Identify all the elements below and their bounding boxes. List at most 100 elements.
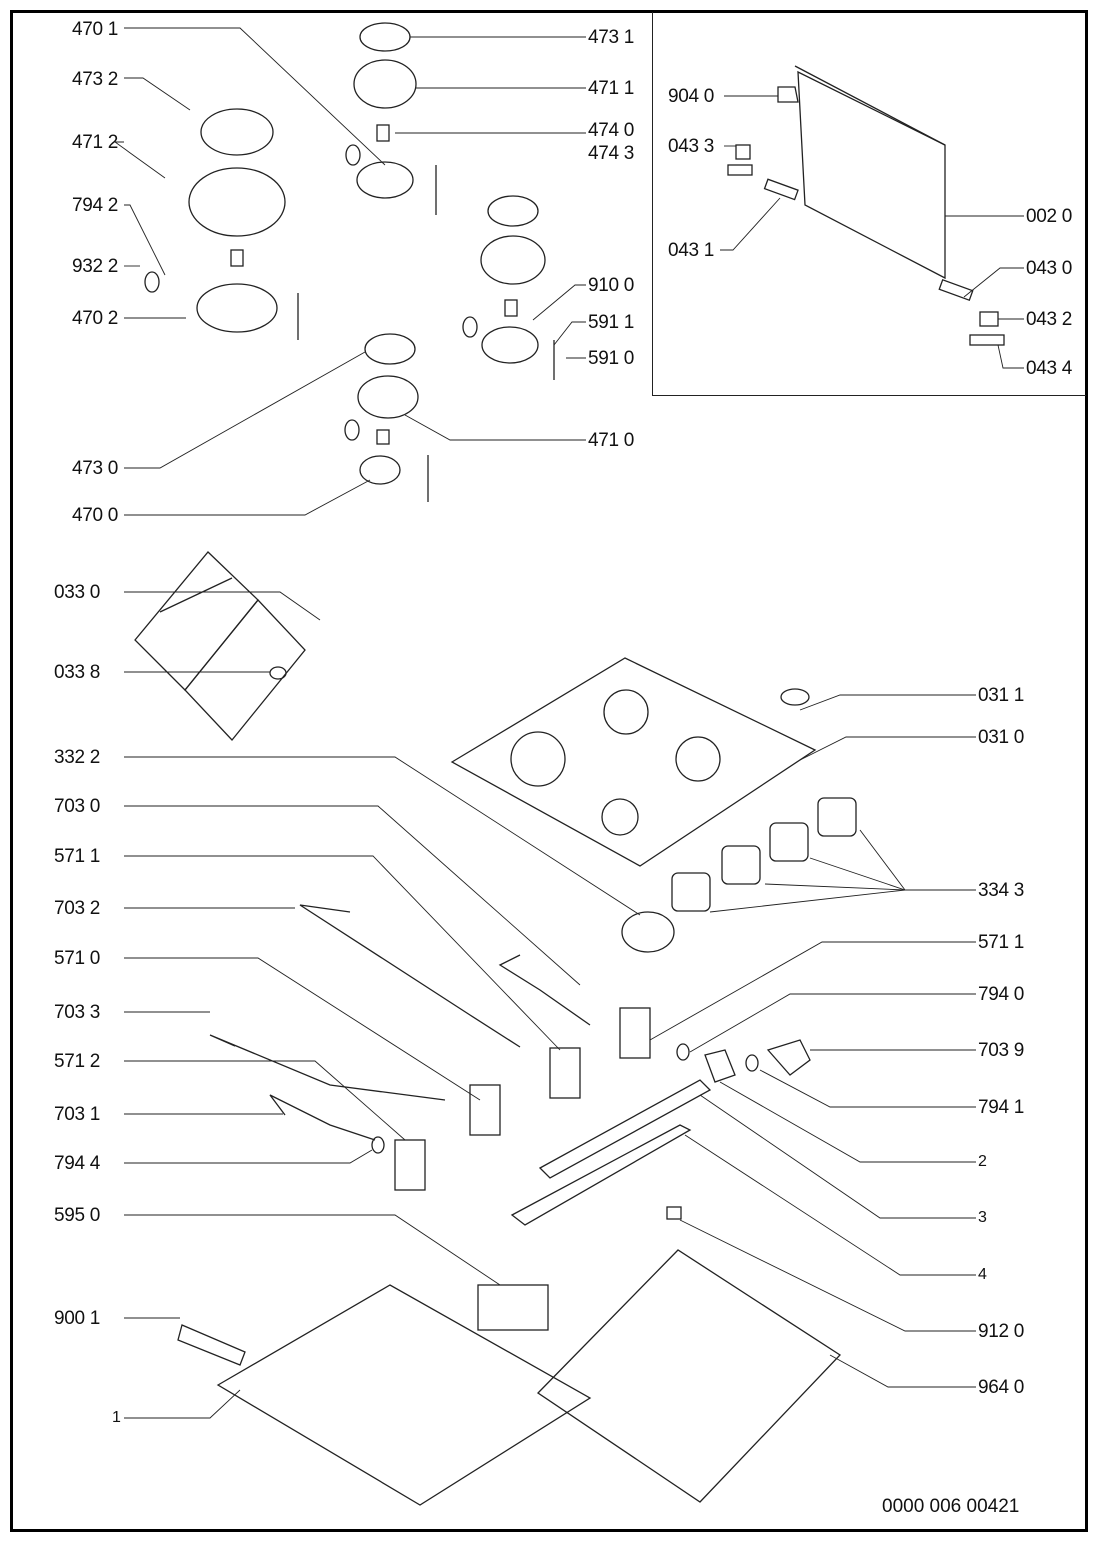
burner-body-470-2 — [196, 283, 278, 333]
part-label-470-1: 470 1 — [72, 19, 119, 40]
part-label-794-1: 794 1 — [978, 1097, 1025, 1118]
leader-473-2 — [124, 77, 191, 111]
part-label-031-0: 031 0 — [978, 727, 1025, 748]
leader-794-1 — [759, 1069, 976, 1108]
rubber-foot-033-8 — [269, 666, 287, 680]
part-label-794-2: 794 2 — [72, 195, 119, 216]
part-label-332-2: 332 2 — [54, 747, 101, 768]
part-label-043-4: 043 4 — [1026, 358, 1073, 379]
leader-043-0 — [963, 267, 1024, 298]
part-label-591-0: 591 0 — [588, 348, 635, 369]
seal-794-1 — [745, 1054, 759, 1072]
part-label-043-2: 043 2 — [1026, 309, 1073, 330]
part-label-703-9: 703 9 — [978, 1040, 1025, 1061]
badge-031-1 — [780, 688, 810, 706]
gas-pipe-703-2 — [299, 904, 521, 1048]
part-label-4: 4 — [978, 1266, 987, 1283]
pan-support-033-0-left — [134, 551, 259, 691]
knob-334-3-4 — [817, 797, 857, 837]
part-label-703-0: 703 0 — [54, 796, 101, 817]
part-label-2: 2 — [978, 1153, 987, 1170]
leader-470-1 — [124, 27, 386, 166]
leader-794-2 — [124, 204, 166, 276]
leader-794-4 — [124, 1149, 373, 1164]
elbow-703-9 — [766, 1039, 811, 1076]
leader-2 — [719, 1081, 976, 1163]
hob-burner-hole-2 — [510, 731, 566, 787]
part-label-3: 3 — [978, 1209, 987, 1226]
leader-1 — [124, 1389, 241, 1419]
part-label-964-0: 964 0 — [978, 1377, 1025, 1398]
knob-334-3-3 — [769, 822, 809, 862]
knob-334-3-1 — [671, 872, 711, 912]
hinge-plate-043-4 — [969, 334, 1005, 346]
glass-lid-top-rail — [794, 65, 946, 146]
burner-crown-471-1 — [353, 59, 417, 109]
hinge-043-2 — [979, 311, 999, 327]
part-label-002-0: 002 0 — [1026, 206, 1073, 227]
leader-043-1 — [720, 197, 781, 251]
leader-471-0 — [404, 414, 586, 441]
seal-ring-top — [345, 144, 361, 166]
drawing-number: 0000 006 00421 — [882, 1496, 1020, 1517]
part-label-474-0: 474 0 — [588, 120, 635, 141]
injector-left — [230, 249, 244, 267]
gas-valve-571-0 — [469, 1084, 501, 1136]
part-label-470-0: 470 0 — [72, 505, 119, 526]
part-label-471-2: 471 2 — [72, 132, 119, 153]
part-label-043-1: 043 1 — [668, 240, 715, 261]
injector-right — [504, 299, 518, 317]
seal-ring-794-2 — [144, 271, 160, 293]
seal-ring-right — [462, 316, 478, 338]
gas-pipe-703-1 — [269, 1094, 376, 1141]
part-label-043-3: 043 3 — [668, 136, 715, 157]
leader-334-3c — [764, 883, 906, 891]
bracket-4 — [510, 1124, 692, 1226]
leader-470-0 — [124, 479, 371, 516]
burner-cap-473-1 — [359, 22, 411, 52]
part-label-703-2: 703 2 — [54, 898, 101, 919]
leader-031-0 — [799, 736, 976, 761]
hob-burner-hole-4 — [601, 798, 639, 836]
hinge-pin-043-0 — [938, 278, 974, 302]
part-label-1: 1 — [112, 1409, 121, 1426]
part-label-571-1-right: 571 1 — [978, 932, 1025, 953]
leader-571-1b — [649, 941, 976, 1041]
nut-2 — [704, 1049, 736, 1083]
leader-591-1 — [553, 321, 586, 346]
burner-body-470-1 — [356, 161, 414, 199]
screw-912-0 — [666, 1206, 682, 1220]
leader-3 — [699, 1094, 976, 1219]
leader-334-3b — [809, 857, 906, 891]
spark-generator-595-0 — [477, 1284, 549, 1331]
hob-top-031-0 — [450, 657, 817, 867]
part-label-471-1: 471 1 — [588, 78, 635, 99]
burner-cap-small-right — [487, 195, 539, 227]
part-label-571-0: 571 0 — [54, 948, 101, 969]
hob-burner-hole-3 — [675, 736, 721, 782]
leader-571-1 — [124, 855, 561, 1051]
burner-cap-473-0 — [364, 333, 416, 365]
glass-lid-inset-box — [652, 12, 1086, 396]
leader-043-4 — [997, 344, 1024, 369]
part-label-932-2: 932 2 — [72, 256, 119, 277]
part-label-904-0: 904 0 — [668, 86, 715, 107]
knob-334-3-2 — [721, 845, 761, 885]
part-label-571-1: 571 1 — [54, 846, 101, 867]
part-label-334-3: 334 3 — [978, 880, 1025, 901]
burner-crown-right — [480, 235, 546, 285]
leader-595-0 — [124, 1214, 501, 1286]
part-label-473-1: 473 1 — [588, 27, 635, 48]
part-label-033-8: 033 8 — [54, 662, 101, 683]
burner-body-right — [481, 326, 539, 364]
leader-794-0 — [689, 993, 976, 1053]
part-label-595-0: 595 0 — [54, 1205, 101, 1226]
leader-4 — [684, 1134, 976, 1276]
manifold-pipe-3 — [538, 1079, 712, 1179]
ignition-button-332-2 — [621, 911, 675, 953]
leader-571-0 — [124, 957, 481, 1101]
gas-valve-571-1-b — [549, 1047, 581, 1099]
part-label-703-1: 703 1 — [54, 1104, 101, 1125]
leader-332-2 — [124, 756, 641, 916]
